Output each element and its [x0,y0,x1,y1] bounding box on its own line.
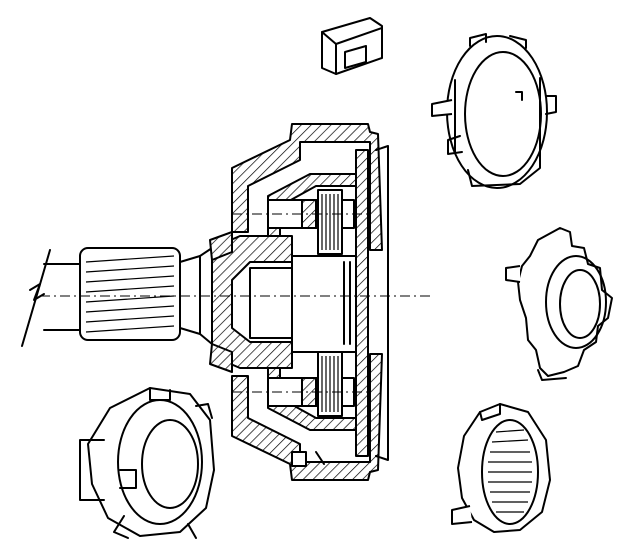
output-shaft-splined [21,247,213,347]
internal-ring-gear [451,403,551,533]
planetary-carrier-section [209,123,389,481]
key-block [321,17,383,75]
sun-gear-shell [79,387,215,539]
snap-ring-large [431,33,557,189]
thrust-washer-tabbed [505,227,613,381]
